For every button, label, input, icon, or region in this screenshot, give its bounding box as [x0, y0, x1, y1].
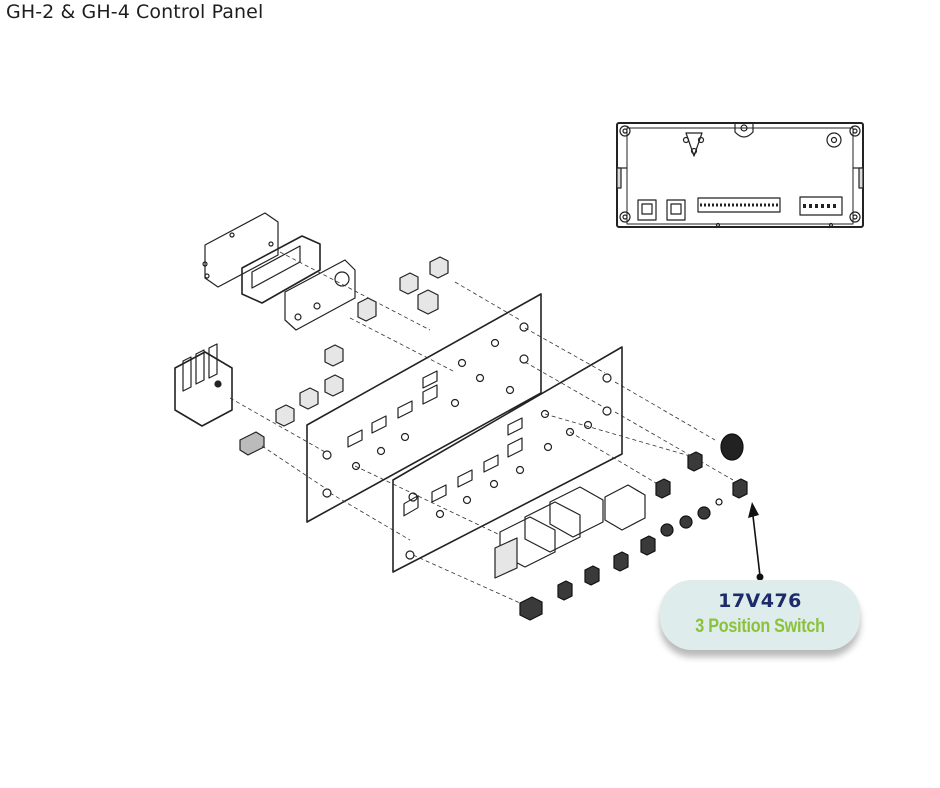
part-callout: 17V476 3 Position Switch	[660, 580, 860, 650]
page-title: GH-2 & GH-4 Control Panel	[6, 1, 264, 23]
front-switches	[519, 433, 748, 621]
controller-back-view-inset	[616, 122, 864, 228]
callout-part-number: 17V476	[718, 590, 802, 612]
rear-components	[275, 256, 449, 427]
callout-part-name: 3 Position Switch	[695, 616, 825, 637]
rear-panel-plate	[306, 293, 542, 523]
controller-assembly	[202, 212, 356, 331]
arrow-up-icon	[748, 502, 764, 581]
display-modules	[494, 484, 646, 579]
front-panel-plate	[392, 346, 623, 573]
breaker-block	[174, 343, 265, 456]
leader-lines	[229, 251, 734, 604]
